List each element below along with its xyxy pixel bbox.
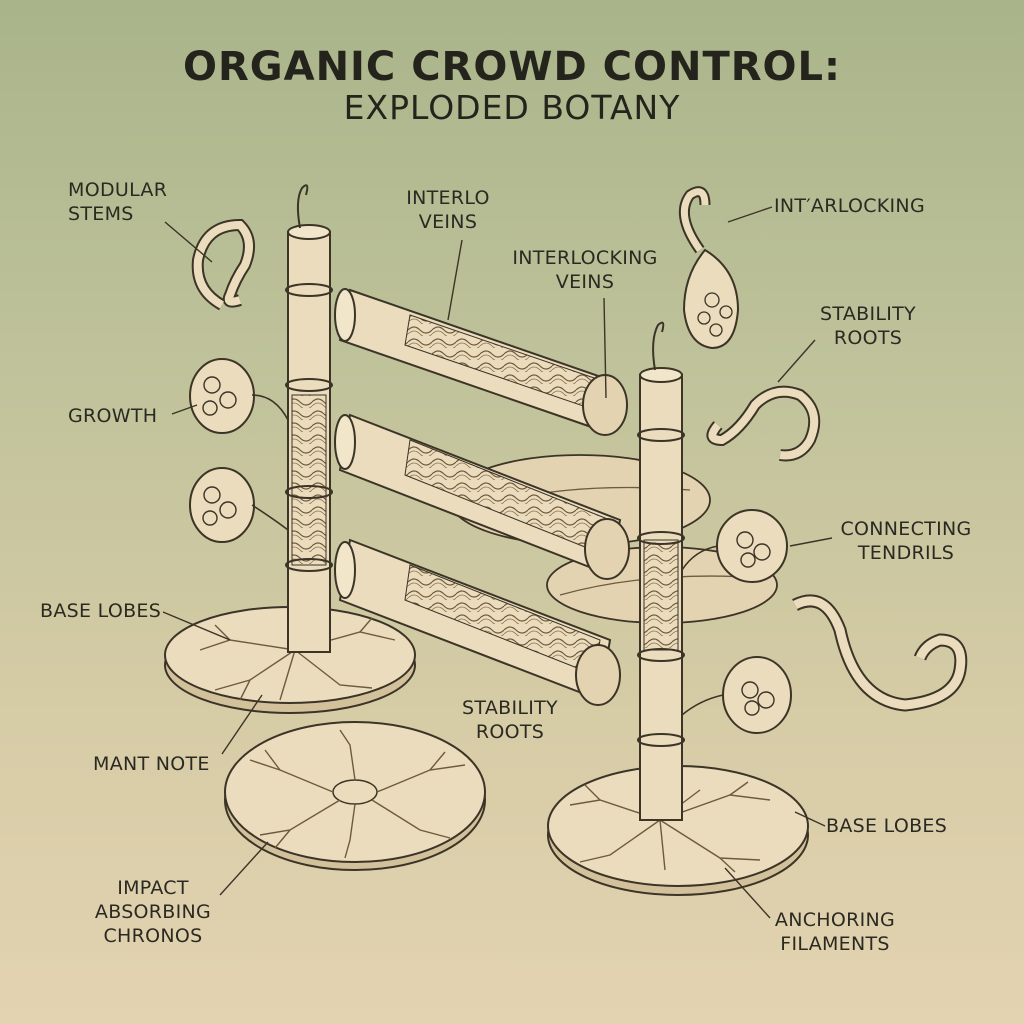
floor-pad-left (164, 606, 416, 714)
impact-absorbing-pad (224, 721, 486, 871)
modular-stem-left (285, 184, 333, 653)
modular-stem-right (637, 321, 685, 821)
label-base-lobes-left: BASE LOBES (40, 600, 162, 622)
vein-tube-top (334, 288, 628, 436)
label-interlocking: INT′ARLOCKING (774, 195, 925, 217)
vein-tube-bottom (334, 538, 621, 706)
vein-tube-middle (334, 413, 630, 580)
growth-disc-detail (202, 376, 775, 716)
connecting-tendril-large (792, 594, 968, 712)
label-mant-note: MANT NOTE (93, 753, 210, 775)
diagram-title: ORGANIC CROWD CONTROL: (182, 44, 842, 90)
label-base-lobes-right: BASE LOBES (826, 815, 948, 837)
label-growth: GROWTH (68, 405, 158, 427)
modular-stems-tendril (191, 218, 255, 311)
stability-roots-tendril (706, 385, 821, 462)
diagram-subtitle: EXPLODED BOTANY (343, 88, 681, 127)
interlocking-pod (678, 186, 740, 350)
leader-lines (162, 206, 833, 919)
disc-connectors (251, 394, 724, 716)
floor-pad-right (547, 765, 809, 896)
